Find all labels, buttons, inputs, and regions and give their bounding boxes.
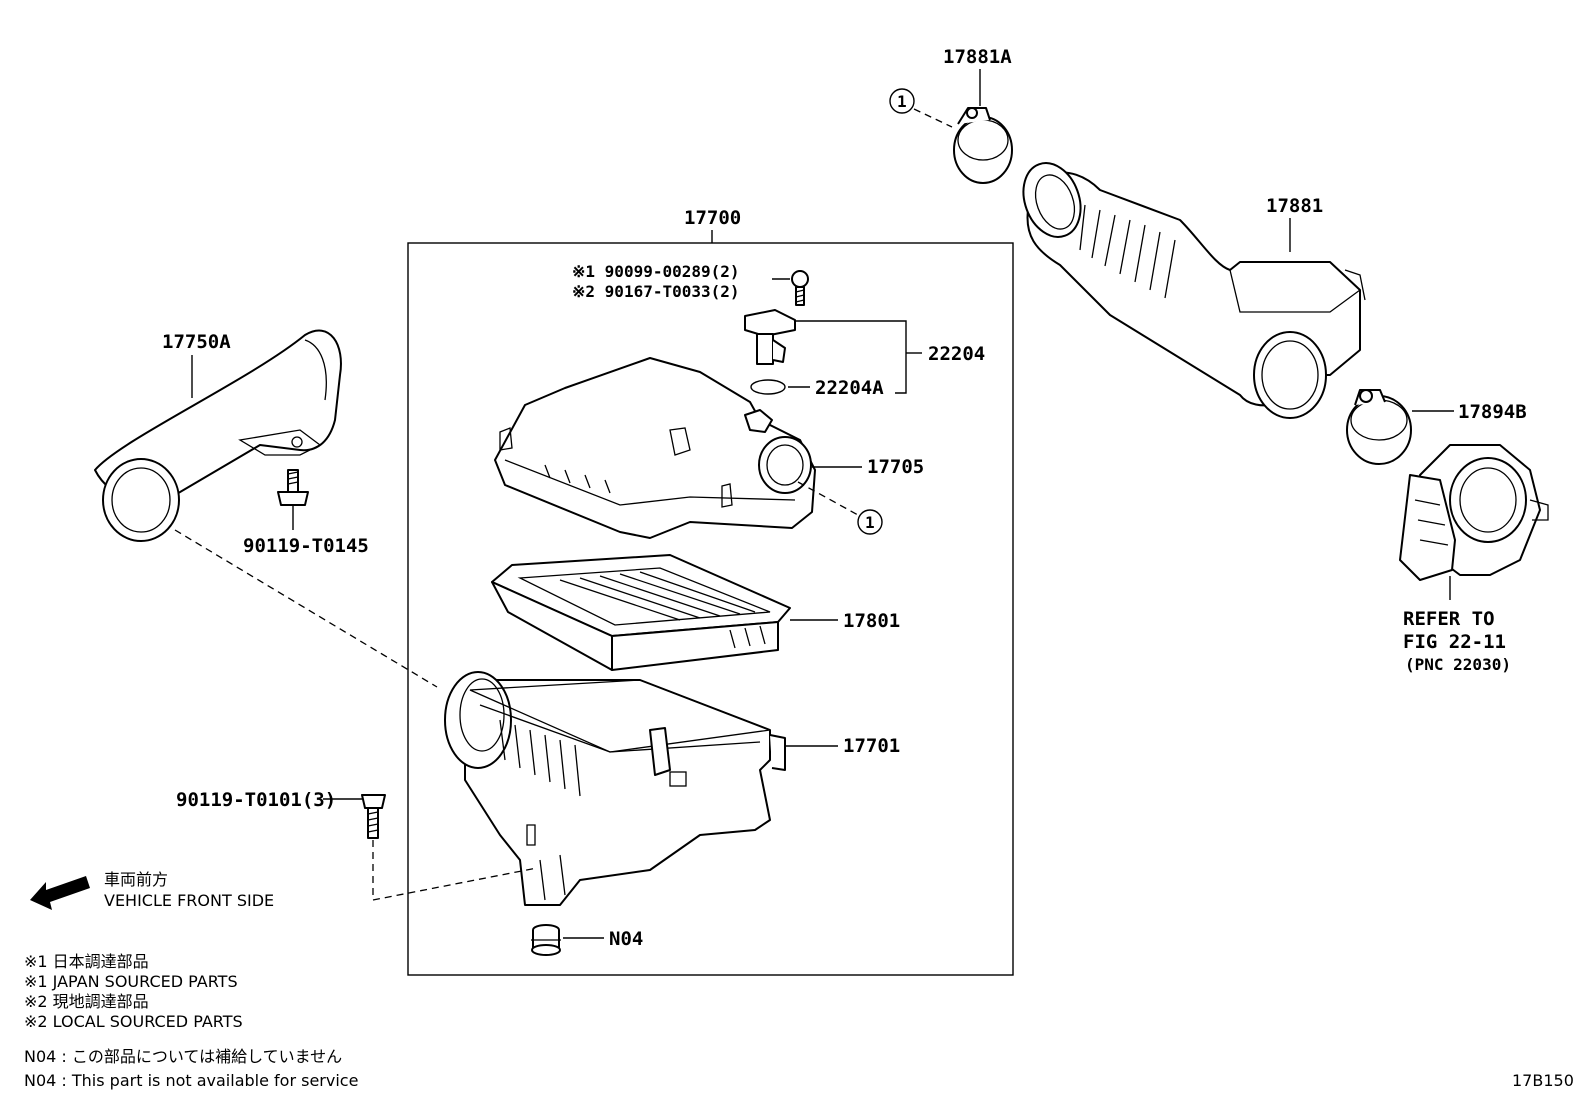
label-17894b: 17894B (1458, 401, 1527, 423)
label-22204a: 22204A (815, 377, 884, 399)
note-1-jp: ※1 日本調達部品 (24, 952, 149, 971)
reference-circle-1-cap (857, 509, 883, 535)
label-17701: 17701 (843, 735, 900, 757)
label-90119-t0101: 90119-T0101(3) (176, 789, 336, 811)
hose-clamp-17894b (1346, 389, 1412, 465)
label-fig-22-11: FIG 22-11 (1403, 631, 1506, 653)
throttle-body (1399, 444, 1549, 581)
hose-clamp-17881a (953, 107, 1013, 184)
label-17750a: 17750A (162, 331, 231, 353)
label-22204: 22204 (928, 343, 985, 365)
vehicle-front-jp: 車両前方 (104, 870, 168, 889)
note-2-en: ※2 LOCAL SOURCED PARTS (24, 1012, 243, 1031)
bolt-90119-t0145 (277, 469, 309, 506)
air-cleaner-cap-17705 (494, 357, 816, 539)
svg-text:1: 1 (897, 92, 907, 111)
label-refer-to: REFER TO (1403, 608, 1495, 630)
label-17881a: 17881A (943, 46, 1012, 68)
air-cleaner-case-17701 (444, 671, 786, 906)
grommet-n04 (531, 924, 561, 956)
label-90119-t0145: 90119-T0145 (243, 535, 369, 557)
figure-code: 17B150 (1512, 1071, 1574, 1090)
label-screw-90099-00289: ※1 90099-00289(2) (572, 262, 740, 281)
label-17881: 17881 (1266, 195, 1323, 217)
air-filter-element-17801 (491, 554, 791, 671)
assembly-box-17700 (407, 242, 1014, 976)
label-17801: 17801 (843, 610, 900, 632)
air-flow-sensor-22204 (744, 309, 796, 365)
inlet-duct-17750a (94, 329, 342, 542)
label-n04: N04 (609, 928, 643, 950)
o-ring-22204a (750, 379, 786, 395)
screw-90099-00289 (791, 270, 809, 306)
vehicle-front-en: VEHICLE FRONT SIDE (104, 891, 274, 910)
note-n04-en: N04 : This part is not available for ser… (24, 1071, 358, 1090)
label-17700: 17700 (684, 207, 741, 229)
svg-text:1: 1 (865, 513, 875, 532)
vehicle-front-arrow-icon (30, 876, 90, 910)
note-1-en: ※1 JAPAN SOURCED PARTS (24, 972, 238, 991)
bolt-90119-t0101 (361, 794, 386, 839)
reference-circle-1-top (889, 88, 915, 114)
label-17705: 17705 (867, 456, 924, 478)
note-n04-jp: N04 : この部品については補給していません (24, 1047, 342, 1066)
note-2-jp: ※2 現地調達部品 (24, 992, 149, 1011)
label-pnc-22030: (PNC 22030) (1405, 655, 1511, 674)
intake-hose-17881 (1022, 162, 1366, 419)
label-screw-90167-t0033: ※2 90167-T0033(2) (572, 282, 740, 301)
